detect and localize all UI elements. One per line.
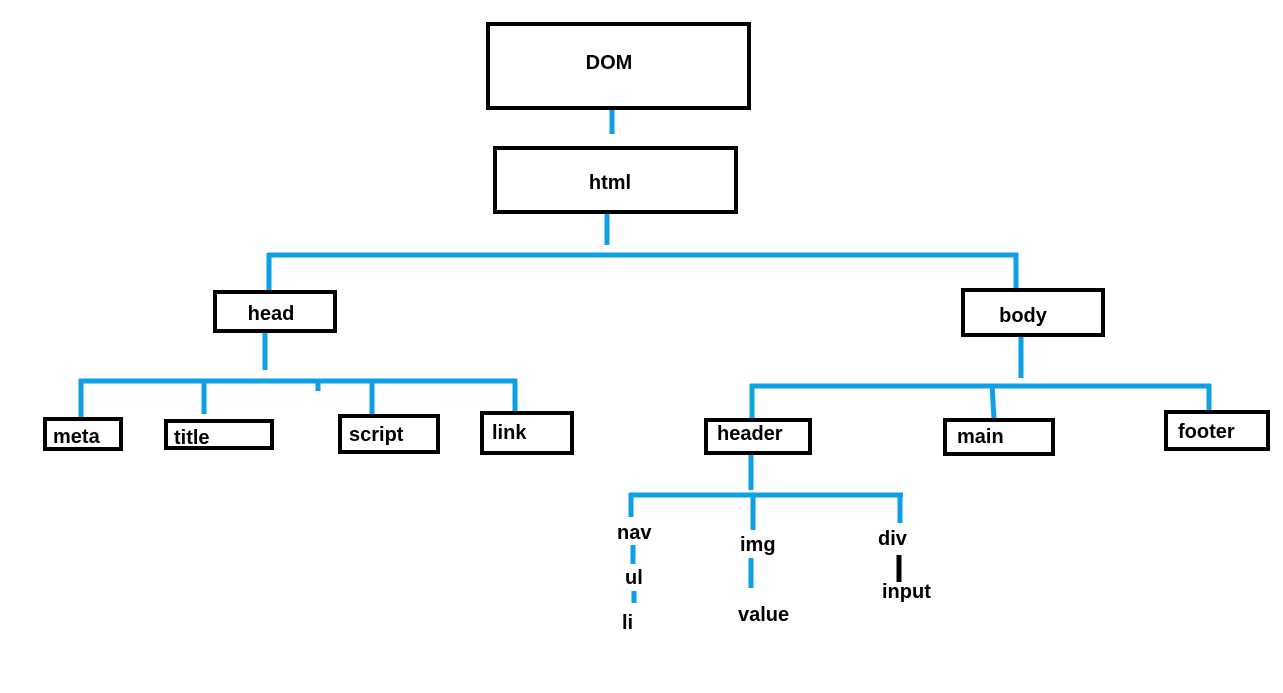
node-dom-box (486, 22, 751, 110)
node-header-box (704, 418, 812, 455)
node-script-label: script (349, 424, 404, 446)
node-header-label: header (717, 423, 783, 445)
node-head-box (213, 290, 337, 333)
node-value-label: value (738, 604, 789, 626)
node-dom-label: DOM (586, 52, 633, 74)
node-div-label: div (878, 528, 908, 550)
node-head: head (213, 290, 337, 333)
node-link: link (480, 411, 574, 455)
connector-to-main (989, 383, 997, 420)
node-body: body (961, 288, 1105, 337)
node-footer: footer (1164, 410, 1270, 451)
node-title-label: title (174, 427, 210, 449)
node-body-box (961, 288, 1105, 337)
node-head-label: head (248, 303, 295, 325)
node-script-box (338, 414, 440, 454)
node-title: title (164, 419, 274, 450)
node-input-label: input (882, 581, 931, 603)
node-ul-label: ul (625, 567, 643, 589)
node-main: main (943, 418, 1055, 456)
node-meta-label: meta (53, 426, 101, 448)
node-li-label: li (622, 612, 633, 634)
node-script: script (338, 414, 440, 454)
node-dom: DOM (486, 22, 751, 110)
node-link-label: link (492, 422, 527, 444)
node-footer-box (1164, 410, 1270, 451)
node-html: html (493, 146, 738, 214)
node-meta-box (43, 417, 123, 451)
node-html-label: html (589, 172, 631, 194)
node-main-label: main (957, 426, 1004, 448)
node-meta: meta (43, 417, 123, 451)
node-main-box (943, 418, 1055, 456)
node-nav-label: nav (617, 522, 652, 544)
node-html-box (493, 146, 738, 214)
node-link-box (480, 411, 574, 455)
node-body-label: body (999, 305, 1048, 327)
node-img-label: img (740, 534, 776, 556)
node-footer-label: footer (1178, 421, 1235, 443)
node-header: header (704, 418, 812, 455)
node-title-box (164, 419, 274, 450)
connectors (78, 108, 1212, 603)
